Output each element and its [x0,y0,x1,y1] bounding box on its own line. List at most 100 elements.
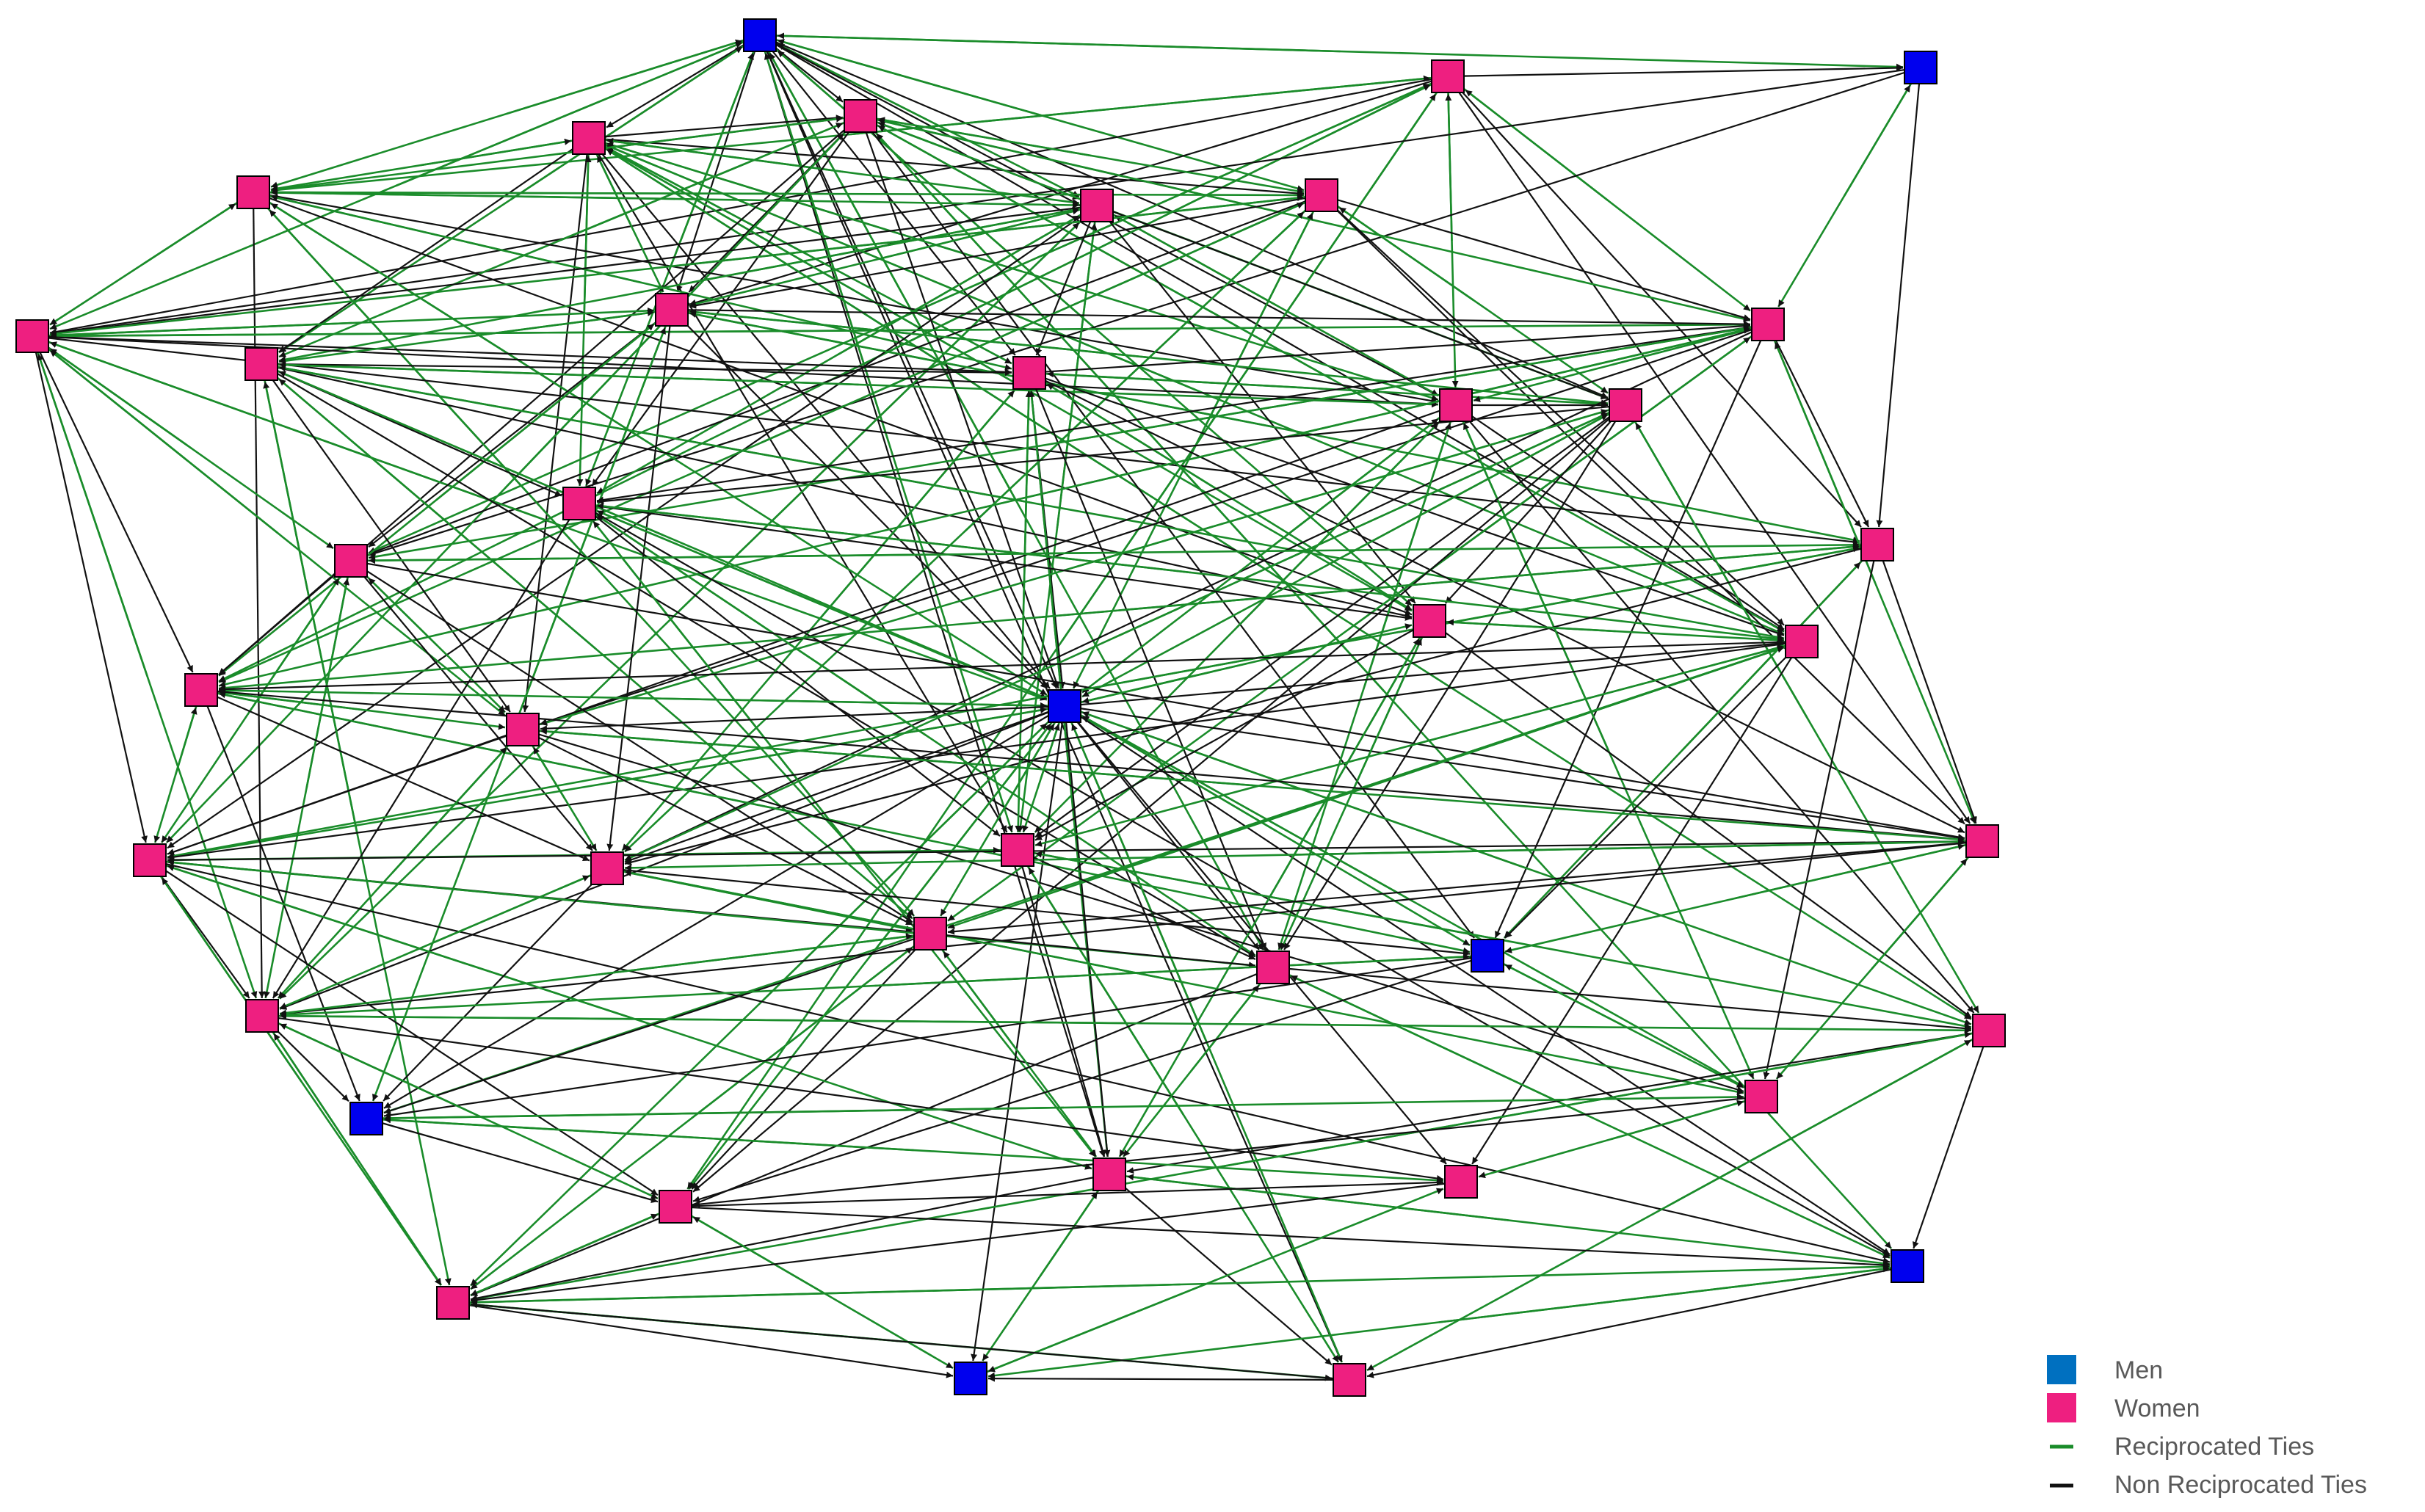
non-reciprocated-tie [1876,67,1922,528]
reciprocated-tie-return [510,46,743,201]
reciprocated-tie-return [764,52,890,443]
non-reciprocated-tie [368,194,1322,555]
node-woman [1785,625,1819,658]
non-reciprocated-tie [675,1179,1444,1208]
node-man [743,18,777,52]
non-reciprocated-tie [1029,322,1751,374]
reciprocated-tie-return [837,214,1080,356]
reciprocated-tie-return [506,39,743,115]
reciprocated-tie-return [676,195,1305,267]
node-man [1891,1249,1924,1283]
node-woman [1431,59,1465,93]
non-reciprocated-tie [261,363,511,713]
reciprocated-tie-return [1871,858,1968,970]
node-woman [1256,951,1290,984]
non-reciprocated-tie [218,560,352,676]
reciprocated-tie-return [167,865,630,1019]
non-reciprocated-tie [689,194,1322,309]
reciprocated-tie-return [606,146,810,257]
node-woman [1001,833,1034,867]
non-reciprocated-tie [1321,195,1965,825]
reciprocated-tie-return [1843,84,1911,197]
non-reciprocated-tie [1096,204,1609,399]
node-woman [913,917,947,951]
reciprocated-tie-return [984,327,1751,509]
non-reciprocated-tie [1455,404,1785,630]
reciprocated-tie-return [987,1279,1217,1373]
reciprocated-tie-return [268,209,592,564]
non-reciprocated-tie [350,560,593,851]
non-reciprocated-tie [579,503,1891,1257]
node-woman [436,1286,470,1320]
non-reciprocated-tie [1455,404,1975,1014]
node-man [1904,51,1938,84]
reciprocated-tie-return [270,189,675,200]
non-reciprocated-tie [200,689,360,1102]
reciprocated-tie-return [161,877,302,1083]
non-reciprocated-tie [31,335,148,843]
reciprocated-tie-return [824,84,1431,385]
reciprocated-tie-return [218,689,363,711]
non-reciprocated-tie [200,688,1965,843]
reciprocated-tie-return [383,1106,1065,1122]
reciprocated-tie-return [1611,1100,1744,1141]
non-reciprocated-tie [1767,324,1870,528]
reciprocated-tie-return [49,321,352,339]
reciprocated-tie-return [691,946,913,1119]
reciprocated-tie-return [1073,409,1609,569]
non-reciprocated-tie [624,324,1769,861]
reciprocated-tie-return [1734,843,1965,900]
non-reciprocated-tie [588,115,844,139]
non-reciprocated-tie [859,115,1060,689]
non-reciprocated-tie [624,543,1878,866]
legend-reciprocated-label: Reciprocated Ties [2114,1433,2314,1461]
reciprocated-tie-return [606,147,1010,381]
node-woman [236,175,270,209]
non-reciprocated-tie [252,192,266,999]
reciprocated-tie-return [466,309,655,338]
node-woman [1751,308,1785,341]
reciprocated-tie-return [1022,390,1032,612]
non-reciprocated-tie [278,137,590,353]
reciprocated-tie-return [596,503,1191,574]
reciprocated-tie-return [1294,838,1965,856]
reciprocated-tie-return [421,138,572,167]
non-reciprocated-tie [606,867,1471,957]
reciprocated-tie-return [689,310,1275,429]
reciprocated-tie-return [595,933,913,976]
reciprocated-tie-return [668,52,754,270]
non-reciprocated-tie [350,559,1965,840]
reciprocated-tie-return [624,870,1185,984]
reciprocated-tie-return [1681,561,1862,751]
non-reciprocated-tie [218,640,1802,693]
non-reciprocated-tie [149,859,1891,1264]
legend: Men Women Reciprocated Ties Non Reciproc… [2047,1355,2367,1499]
non-reciprocated-tie [987,1375,1350,1382]
non-reciprocated-tie [368,66,1921,557]
non-reciprocated-tie [689,75,1449,306]
reciprocated-tie-return [942,951,1021,1055]
legend-men-swatch [2047,1355,2076,1384]
non-reciprocated-tie [383,932,931,1114]
non-reciprocated-tie [167,728,523,855]
node-woman [1860,528,1894,561]
legend-women-swatch [2047,1393,2076,1422]
legend-non-reciprocated-label: Non Reciprocated Ties [2114,1471,2367,1499]
non-reciprocated-tie [624,705,1065,863]
reciprocated-tie-return [1081,715,1414,903]
reciprocated-tie-return [606,707,1048,785]
reciprocated-tie-return [278,365,1032,504]
node-woman [1092,1157,1126,1191]
non-reciprocated-tie [167,640,1802,861]
non-reciprocated-tie [691,933,931,1190]
non-reciprocated-tie [1126,1029,1990,1174]
non-reciprocated-tie [470,1173,1110,1301]
reciprocated-tie-return [278,378,597,650]
reciprocated-tie-return [1465,89,1609,202]
node-woman [1305,178,1338,212]
non-reciprocated-tie [1064,640,1785,708]
non-reciprocated-tie [692,404,1626,1193]
non-reciprocated-tie [1283,404,1626,951]
reciprocated-tie-return [899,83,1431,320]
